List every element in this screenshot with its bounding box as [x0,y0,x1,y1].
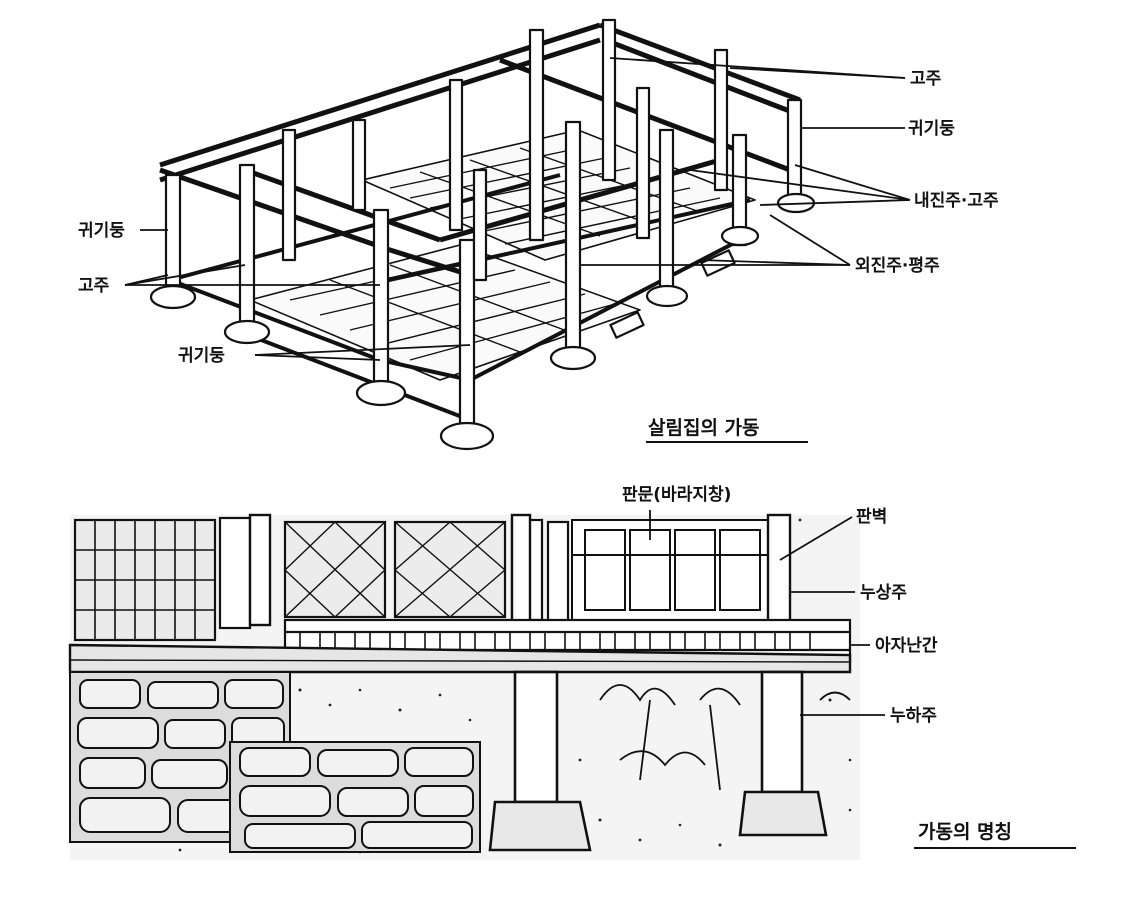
label-nusangju: 누상주 [860,583,907,603]
label-gwigidung-right: 귀기둥 [908,119,955,139]
label-gozu-top: 고주 [910,69,942,89]
pavilion-drawing [68,510,885,860]
top-caption: 살림집의 가동 [648,417,760,439]
label-gwigidung-bottom: 귀기둥 [178,346,225,366]
label-ajananggan: 아자난간 [875,636,938,656]
top-leader-lines [124,57,911,361]
label-gwigidung-left: 귀기둥 [78,221,125,241]
panmun-door-panels [571,519,773,621]
bottom-leader-lines [649,510,885,716]
label-panmun: 판문(바라지창) [622,485,731,505]
sill-beams [169,173,751,422]
label-nuhaju: 누하주 [890,706,937,726]
nuhaju-columns [488,670,828,852]
bottom-caption: 가동의 명칭 [918,821,1012,843]
stone-wall [69,671,481,853]
house-post-frame-drawing [124,18,911,451]
label-panbyeok: 판벽 [856,507,887,527]
floor-beam [68,643,852,674]
posts [164,18,803,437]
label-gozu-left: 고주 [78,276,110,296]
label-oejinju-pyeongju: 외진주·평주 [855,256,940,276]
label-naejinju-gozu: 내진주·고주 [914,191,999,211]
foliage [599,684,851,791]
upper-wall [73,516,570,642]
